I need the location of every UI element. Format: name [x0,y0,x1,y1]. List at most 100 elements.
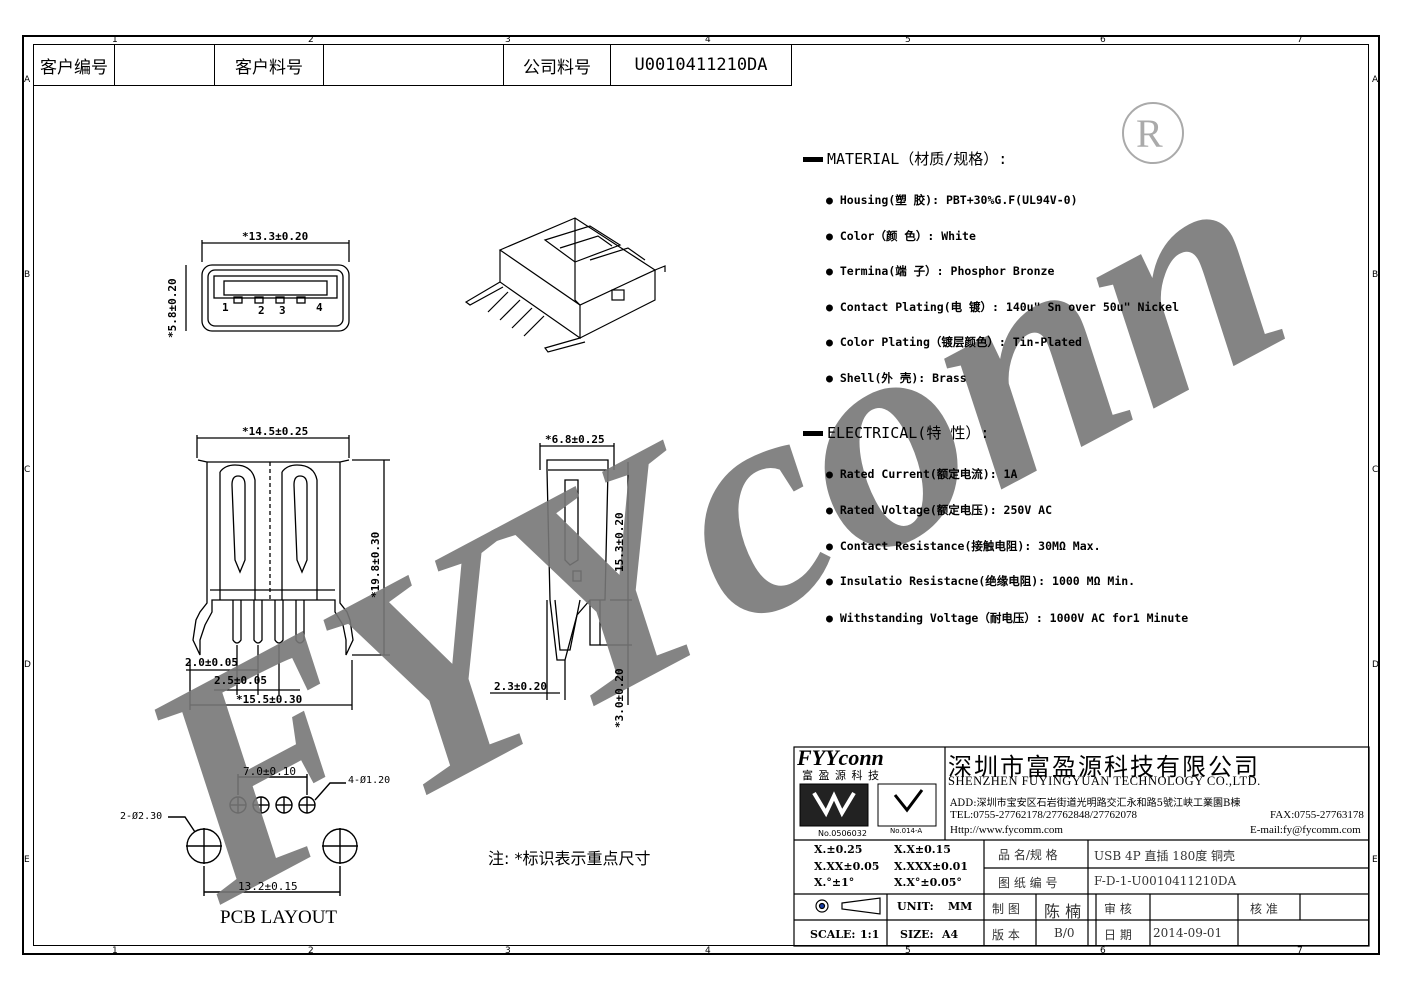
company-logo: FYYconn [797,745,884,770]
zone-row-c: C [24,465,31,475]
dim-front-width: *13.3±0.20 [242,230,309,243]
dim-overall-width: *15.5±0.30 [236,693,303,706]
material-item-shell-text: Shell(外 壳): Brass [839,371,967,385]
material-item-shell: ● Shell(外 壳): Brass [826,371,967,385]
tolerance-0: X.±0.25 [814,843,863,856]
registered-mark-letter: R [1136,111,1163,156]
company-web: Http://www.fycomm.com [950,824,1063,836]
unit-value: MM [948,900,973,913]
date-value: 2014-09-01 [1153,926,1223,940]
electrical-item-withstanding-text: Withstanding Voltage（耐电压）: 1000V AC for1… [839,611,1189,625]
zone-col-7: 7 [1297,35,1303,45]
dim-bottom-width: *14.5±0.25 [242,425,309,438]
drawing-number-label: 图 纸 编 号 [998,876,1058,890]
material-item-terminal: ● Termina(端 子）: Phosphor Bronze [826,264,1055,278]
drawn-label: 制 图 [992,902,1020,916]
dim-pcb-pitch: 7.0±0.10 [243,765,296,778]
company-address: ADD:深圳市宝安区石岩街道光明路交汇永和路5號江峡工業園B棟 [950,798,1241,809]
company-fax: FAX:0755-27763178 [1270,809,1364,821]
material-item-contact-plating: ● Contact Plating(电 镀）: 140u" Sn over 50… [826,300,1179,314]
size-label: SIZE: [900,928,934,941]
dim-pcb-span: 13.2±0.15 [238,880,298,893]
company-tel: TEL:0755-27762178/27762848/27762078 [950,809,1137,821]
dim-pitch-25: 2.5±0.05 [214,674,267,687]
version-value: B/0 [1054,926,1075,940]
front-view [185,240,350,332]
drawn-value: 陈 楠 [1044,902,1082,921]
electrical-item-voltage-text: Rated Voltage(额定电压): 250V AC [839,503,1053,517]
electrical-item-insulation-text: Insulatio Resistacne(绝缘电阻): 1000 MΩ Min. [839,574,1136,588]
unit-label: UNIT: [897,900,934,913]
dim-pcb-big-hole: 2-Ø2.30 [120,811,163,822]
tolerance-4: X.°±1° [814,876,855,889]
material-heading: MATERIAL（材质/规格）: [827,150,1008,168]
zone-row-e: E [24,855,30,865]
zone-row-d: D [24,660,31,670]
zone-row-e-right: E [1372,855,1378,865]
company-part-value: U0010411210DA [610,44,792,86]
drawing-border-outer [22,35,1380,955]
pin-label-4: 4 [316,301,323,314]
title-block-grid [793,746,1370,947]
dim-side-pin: *3.0±0.20 [613,668,626,728]
electrical-item-current-text: Rated Current(额定电流): 1A [839,467,1018,481]
electrical-heading: ELECTRICAL(特 性）: [827,424,990,442]
material-item-housing: ● Housing(塑 胶): PBT+30%G.F(UL94V-0) [826,193,1078,207]
zone-col-5: 5 [905,35,911,45]
key-dimension-note: 注: *标识表示重点尺寸 [488,849,651,868]
zone-col-3-bottom: 3 [505,946,511,956]
size-value: A4 [942,928,959,941]
dim-side-height: 15.3±0.20 [613,512,626,572]
zone-row-c-right: C [1372,465,1379,475]
pcb-layout [168,774,358,896]
tolerance-5: X.X°±0.05° [894,876,962,889]
date-label: 日 期 [1104,928,1132,942]
zone-row-a: A [24,75,31,85]
electrical-item-withstanding: ● Withstanding Voltage（耐电压）: 1000V AC fo… [826,611,1189,625]
dim-side-width: *6.8±0.25 [545,433,605,446]
electrical-item-insulation: ● Insulatio Resistacne(绝缘电阻): 1000 MΩ Mi… [826,574,1136,588]
dim-front-height: *5.8±0.20 [166,278,179,338]
material-heading-bar [803,157,823,162]
zone-row-b-right: B [1372,270,1379,280]
pin-label-3: 3 [279,304,286,317]
pcb-layout-title: PCB LAYOUT [220,907,338,928]
cert-number-2: No.014-A [890,827,923,835]
scale-label: SCALE: [810,928,856,941]
material-item-terminal-text: Termina(端 子）: Phosphor Bronze [839,264,1055,278]
zone-col-5-bottom: 5 [905,946,911,956]
tolerance-3: X.XXX±0.01 [894,860,968,873]
zone-row-a-right: A [1372,75,1379,85]
pin-label-2: 2 [258,304,265,317]
zone-col-1-bottom: 1 [112,946,118,956]
dim-pitch-2: 2.0±0.05 [185,656,238,669]
dim-pcb-small-hole: 4-Ø1.20 [348,775,391,786]
zone-col-4-bottom: 4 [705,946,711,956]
zone-row-d-right: D [1372,660,1379,670]
material-item-color-plating: ● Color Plating（镀层颜色）: Tin-Plated [826,335,1082,349]
zone-col-2-bottom: 2 [308,946,314,956]
side-view [490,443,632,705]
check-label: 审 核 [1104,902,1132,916]
registered-mark [1122,102,1184,164]
company-email: E-mail:fy@fycomm.com [1250,824,1361,836]
isometric-view [464,217,666,353]
material-item-housing-text: Housing(塑 胶): PBT+30%G.F(UL94V-0) [839,193,1078,207]
material-item-color-plating-text: Color Plating（镀层颜色）: Tin-Plated [839,335,1082,349]
zone-col-7-bottom: 7 [1297,946,1303,956]
electrical-item-contact-resistance: ● Contact Resistance(接触电阻): 30MΩ Max. [826,539,1101,553]
electrical-item-contact-resistance-text: Contact Resistance(接触电阻): 30MΩ Max. [839,539,1101,553]
zone-col-6-bottom: 6 [1100,946,1106,956]
company-name-en: SHENZHEN FUYINGYUAN TECHNOLOGY CO.,LTD. [948,774,1261,788]
material-item-color: ● Color（颜 色）: White [826,229,976,243]
bottom-view [186,435,390,710]
tolerance-2: X.XX±0.05 [814,860,880,873]
zone-col-4: 4 [705,35,711,45]
dim-side-offset: 2.3±0.20 [494,680,547,693]
pin-label-1: 1 [222,301,229,314]
tolerance-1: X.X±0.15 [894,843,951,856]
projection-symbol [815,897,881,915]
drawing-number-value: F-D-1-U0010411210DA [1094,874,1237,888]
scale-value: 1:1 [860,928,880,941]
